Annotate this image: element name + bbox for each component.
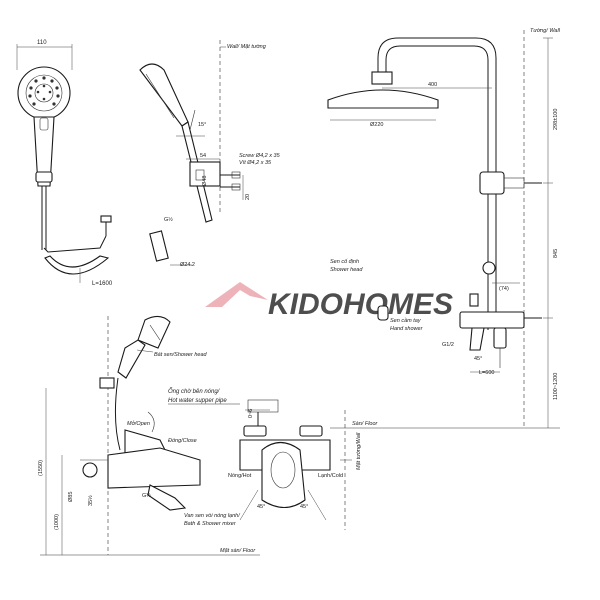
- angle-15-label: 15°: [198, 122, 206, 128]
- hand-shower-holder: [482, 261, 496, 275]
- screw-label-en: Screw Ø4,2 x 35: [239, 153, 281, 159]
- hand-shower-handle: [33, 116, 55, 187]
- hand-shower-label-vi: Sen cầm tay: [390, 318, 422, 324]
- valve-label-en: Bath & Shower mixer: [184, 521, 237, 527]
- hand-shower-front-view: 110 L=1600: [16, 40, 113, 287]
- wall-bracket: [189, 161, 221, 187]
- column-angle-label: 45°: [474, 356, 482, 362]
- dim-mid-label: 845: [553, 249, 559, 258]
- cold-label: Lạnh/Cold: [318, 473, 343, 479]
- kidohomes-watermark: KIDO HOMES: [205, 282, 453, 321]
- dim-top-label: 298±100: [553, 109, 559, 130]
- head-connector: [371, 71, 393, 85]
- column-floor-label: Sàn/ Floor: [352, 421, 379, 427]
- dim-54-label: 54: [200, 153, 206, 159]
- hose-length-label: L=1600: [92, 281, 113, 287]
- watermark-text-homes: HOMES: [343, 288, 453, 321]
- mixer-spout: [147, 484, 187, 511]
- angle-right-label: 45°: [300, 504, 308, 510]
- dim-0-6-label: 0~6: [248, 409, 254, 418]
- close-label: Đóng/Close: [168, 438, 197, 444]
- wall-label: Wall/ Mặt tường: [227, 44, 267, 50]
- hose-loop: [44, 255, 110, 275]
- side-shower-head: [139, 63, 189, 127]
- open-label: Mở/Open: [127, 420, 150, 427]
- spray-nozzles: [28, 76, 60, 106]
- head-dia-label: Ø220: [370, 122, 383, 128]
- dim-bottom-label: 1100~1200: [553, 373, 559, 400]
- slide-holder: [479, 171, 505, 195]
- pipe-label-en: Hot water supper pipe: [168, 398, 227, 404]
- dim-1550-label: (1550): [38, 460, 44, 476]
- shower-head-label: Bát sen/Shower head: [154, 352, 208, 358]
- hose-connector: [149, 230, 169, 262]
- column-wall-label: Tường/ Wall: [530, 28, 561, 34]
- dim-48-label: Ø48: [202, 176, 208, 186]
- dim-74-label: (74): [499, 286, 509, 292]
- shower-column-view: Tường/ Wall 400 Ø220 (74) Sen cố định Sh…: [327, 28, 561, 429]
- column-thread-label: G1/2: [442, 342, 454, 348]
- fixed-head-label-en: Shower head: [330, 267, 363, 273]
- fixed-head-label-vi: Sen cố định: [330, 258, 359, 265]
- angle-left-label: 45°: [257, 504, 265, 510]
- dim-20-label: 20: [245, 194, 251, 200]
- mixer-bracket: [99, 377, 115, 389]
- width-dim-label: 110: [37, 40, 47, 46]
- watermark-logo-icon: [205, 282, 268, 307]
- dim-1000-label: (1000): [54, 514, 60, 530]
- column-mixer: [459, 311, 525, 329]
- floor-label: Mặt sàn/ Floor: [220, 548, 256, 554]
- hand-shower-side-view: Wall/ Mặt tường 15° 54 Screw Ø4,2 x 35 V…: [139, 40, 281, 268]
- watermark-text-kido: KIDO: [268, 288, 343, 321]
- overhead-shower-head: [327, 89, 439, 109]
- mixer-thread-label: G½: [142, 492, 151, 499]
- mixer-shower-head: [137, 315, 171, 349]
- dim-85-label: Ø85: [68, 492, 74, 502]
- mixer-wall-label: Mặt tường/Wall: [356, 432, 362, 470]
- hot-label: Nóng/Hot: [228, 473, 252, 479]
- column-hose-length-label: L=600: [479, 370, 494, 376]
- mixer-body: [107, 447, 201, 489]
- thread-label: G½: [164, 216, 173, 223]
- wall-holder: [35, 171, 53, 183]
- mixer-front-spout: [261, 441, 306, 509]
- mixer-front-view: 0~6 Nóng/Hot Lạnh/Cold 45° 45° Mặt tường…: [228, 399, 362, 530]
- dia-24-label: Ø24.2: [180, 262, 195, 268]
- screw-label-vi: Vít Ø4,2 x 35: [239, 160, 272, 166]
- pipe-label-vi: Ống chờ bên nóng/: [168, 388, 221, 395]
- arm-length-label: 400: [428, 82, 437, 88]
- valve-label-vi: Van sen vòi nóng lạnh/: [184, 513, 240, 519]
- bath-mixer-view: Bát sen/Shower head Ống chờ bên nóng/ Ho…: [38, 315, 260, 556]
- hand-shower-label-en: Hand shower: [390, 326, 424, 332]
- dim-35-label: 35½: [87, 495, 94, 506]
